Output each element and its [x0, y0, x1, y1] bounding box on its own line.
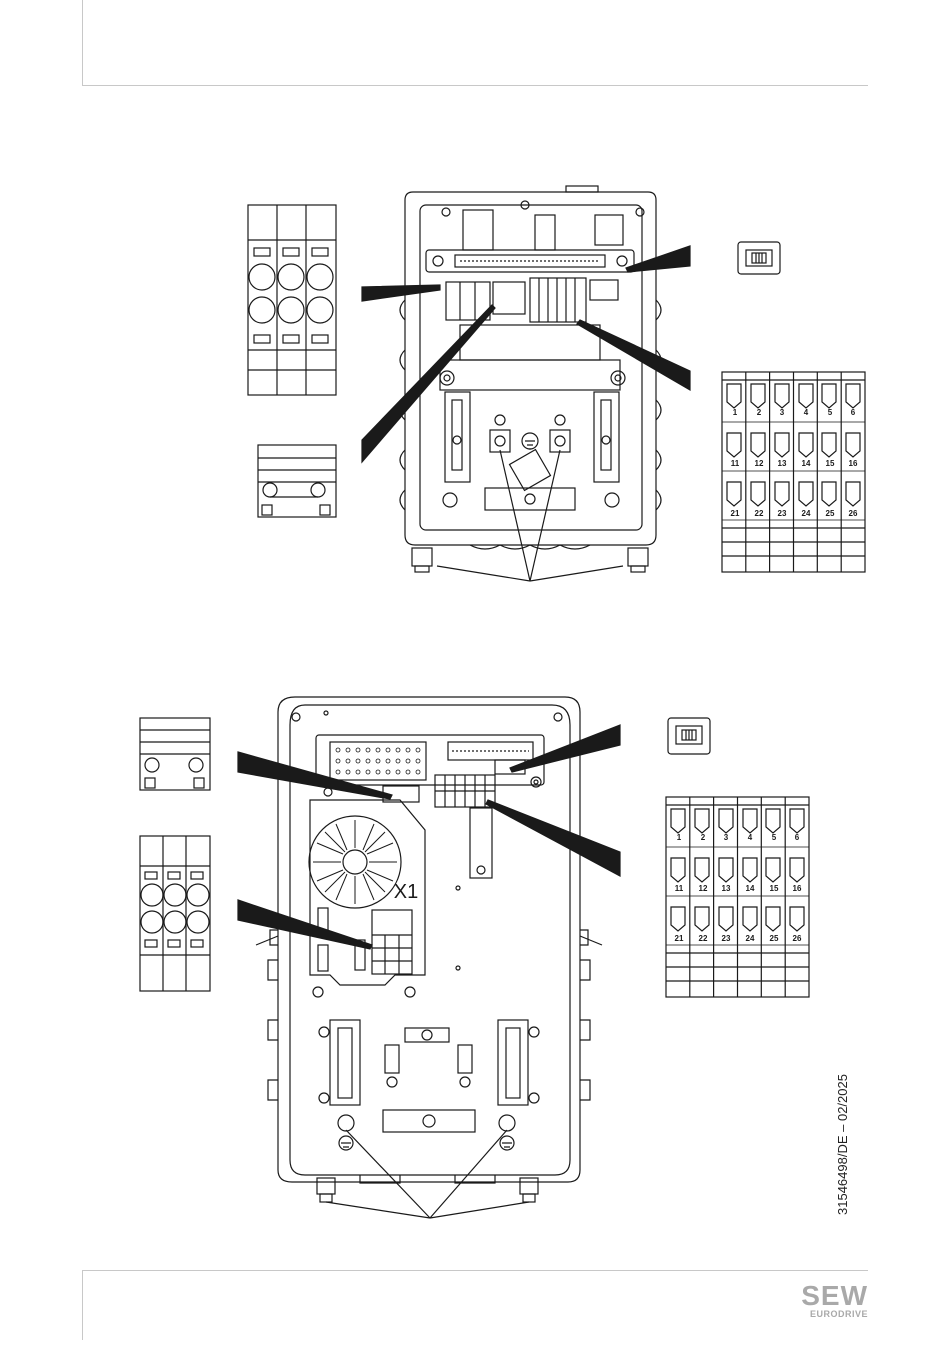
- top-terminal-num: 11: [731, 459, 740, 468]
- document-id: 31546498/DE – 02/2025: [835, 1095, 851, 1215]
- bottom-terminal-num: 6: [795, 833, 800, 842]
- bottom-housing: [268, 697, 590, 1202]
- bottom-terminal-num: 25: [770, 934, 779, 943]
- bottom-terminal-num: 16: [793, 884, 802, 893]
- bottom-terminal-num: 22: [699, 934, 708, 943]
- bottom-terminal-num: 1: [677, 833, 682, 842]
- top-terminal-num: 21: [731, 509, 740, 518]
- bottom-terminal-block-3pole: [140, 836, 210, 991]
- bottom-terminal-num: 14: [746, 884, 755, 893]
- top-terminal-num: 25: [826, 509, 835, 518]
- top-terminal-block-2pole: [258, 445, 336, 517]
- bottom-terminal-num: 2: [701, 833, 706, 842]
- top-terminal-block-3pole: [248, 205, 336, 395]
- top-callouts: [362, 246, 690, 581]
- bottom-terminal-num: 4: [748, 833, 753, 842]
- sew-eurodrive-logo: SEW EURODRIVE: [796, 1283, 868, 1319]
- bottom-rj-connector-icon: [668, 718, 710, 754]
- top-terminal-strip: [722, 372, 865, 572]
- top-rj-connector-icon: [738, 242, 780, 274]
- top-terminal-num: 23: [778, 509, 787, 518]
- top-terminal-num: 1: [733, 408, 738, 417]
- top-terminal-num: 6: [851, 408, 856, 417]
- top-terminal-num: 22: [755, 509, 764, 518]
- top-terminal-num: 3: [780, 408, 785, 417]
- bottom-terminal-num: 21: [675, 934, 684, 943]
- top-housing: [400, 186, 661, 572]
- bottom-terminal-block-2pole: [140, 718, 210, 790]
- bottom-terminal-num: 11: [675, 884, 684, 893]
- top-terminal-num: 14: [802, 459, 811, 468]
- top-terminal-num: 12: [755, 459, 764, 468]
- top-terminal-num: 4: [804, 408, 809, 417]
- connector-label-x1: X1: [394, 881, 418, 903]
- bottom-terminal-num: 23: [722, 934, 731, 943]
- top-terminal-num: 15: [826, 459, 835, 468]
- bottom-terminal-num: 24: [746, 934, 755, 943]
- bottom-callouts: [238, 725, 620, 1218]
- top-terminal-num: 26: [849, 509, 858, 518]
- top-terminal-num: 2: [757, 408, 762, 417]
- top-terminal-num: 13: [778, 459, 787, 468]
- logo-main-text: SEW: [796, 1283, 868, 1309]
- bottom-terminal-num: 5: [772, 833, 777, 842]
- top-terminal-num: 16: [849, 459, 858, 468]
- bottom-terminal-num: 15: [770, 884, 779, 893]
- bottom-terminal-strip: [666, 797, 809, 997]
- top-terminal-num: 24: [802, 509, 811, 518]
- bottom-terminal-num: 12: [699, 884, 708, 893]
- top-terminal-num: 5: [828, 408, 833, 417]
- bottom-terminal-num: 3: [724, 833, 729, 842]
- bottom-terminal-num: 26: [793, 934, 802, 943]
- bottom-terminal-num: 13: [722, 884, 731, 893]
